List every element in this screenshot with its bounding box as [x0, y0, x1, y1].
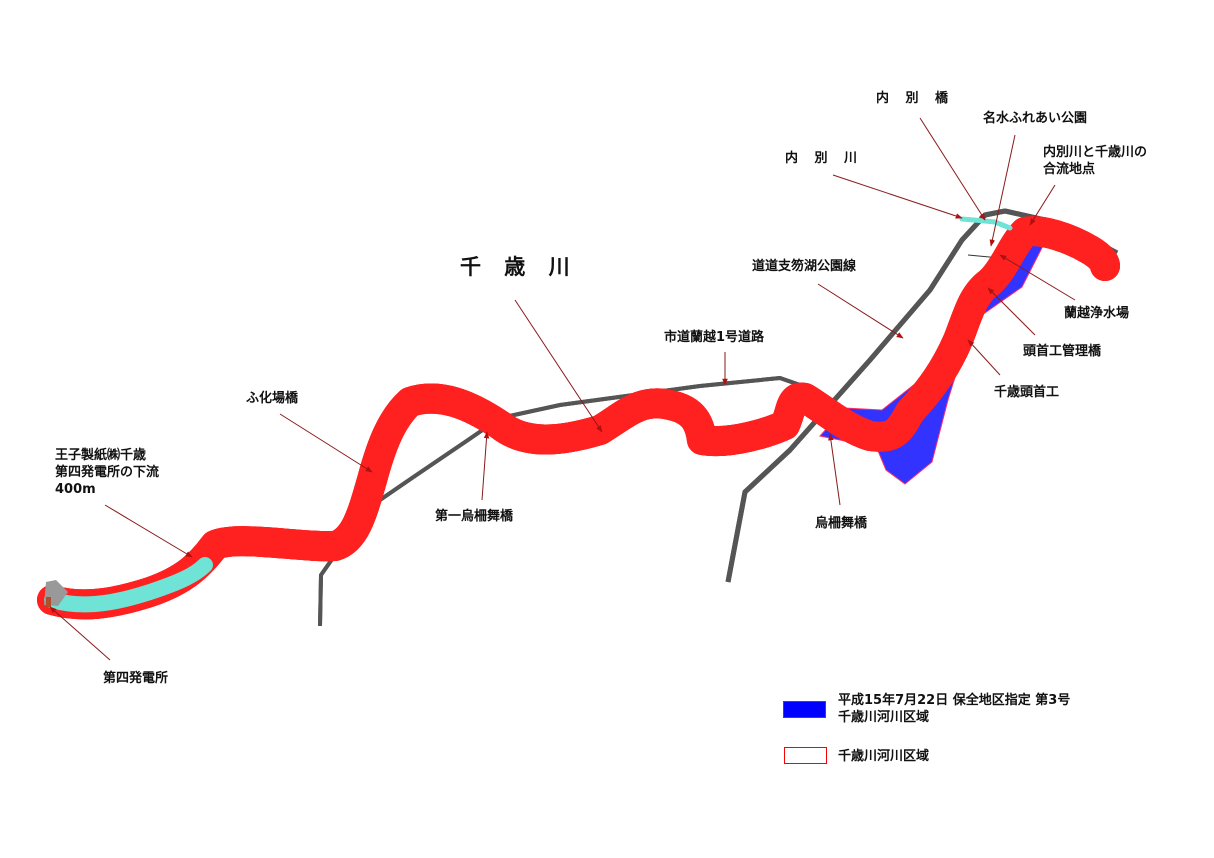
- label-headworks-bridge: 頭首工管理橋: [1023, 344, 1102, 359]
- label-power-station: 第四発電所: [103, 671, 169, 686]
- label-prefectural-road: 道道支笏湖公園線: [752, 259, 857, 274]
- legend-swatch-river-area: [784, 747, 827, 764]
- label-fukajo-bridge: ふ化場橋: [246, 391, 299, 406]
- arrow-ushikumai-bridge: [828, 433, 841, 506]
- label-first-ushikumai-bridge: 第一烏柵舞橋: [435, 509, 514, 524]
- naibetsu-river: [959, 216, 1013, 231]
- label-naibetsu-bridge: 内 別 橋: [876, 91, 955, 106]
- leader-arrows: [49, 117, 1076, 661]
- arrow-rankoshi-water-plant: [999, 254, 1076, 301]
- legend-conservation-2: 千歳川河川区域: [838, 710, 930, 725]
- label-rankoshi-water-plant: 蘭越浄水場: [1064, 306, 1130, 321]
- legend-conservation-1: 平成15年7月22日 保全地区指定 第3号: [838, 693, 1071, 708]
- label-oji-2: 第四発電所の下流: [55, 465, 160, 480]
- label-ushikumai-bridge: 烏柵舞橋: [815, 516, 868, 531]
- label-oji-3: 400m: [55, 482, 96, 497]
- label-confluence-2: 合流地点: [1043, 162, 1096, 177]
- chitose-river: [52, 219, 1105, 604]
- label-city-road: 市道蘭越1号道路: [664, 330, 765, 345]
- arrow-confluence: [1029, 184, 1056, 226]
- arrow-chitose-river: [514, 299, 603, 433]
- label-oji-1: 王子製紙㈱千歳: [55, 448, 147, 463]
- label-naibetsu-river: 内 別 川: [785, 151, 864, 166]
- arrow-naibetsu-river: [832, 174, 963, 219]
- label-confluence-1: 内別川と千歳川の: [1043, 145, 1148, 160]
- arrow-meisui-park: [989, 134, 1016, 247]
- river-title: 千 歳 川: [460, 255, 578, 279]
- arrow-prefectural-road: [817, 283, 904, 339]
- arrow-oji: [104, 504, 193, 558]
- arrow-chitose-headworks: [967, 339, 1001, 376]
- arrow-fukajo-bridge: [279, 413, 373, 473]
- label-chitose-headworks: 千歳頭首工: [994, 385, 1060, 400]
- legend-river-area: 千歳川河川区域: [838, 749, 930, 764]
- arrow-first-ushikumai-bridge: [481, 431, 490, 501]
- label-meisui-park: 名水ふれあい公園: [983, 111, 1088, 126]
- power-station-building: [46, 597, 51, 607]
- arrow-power-station: [49, 606, 111, 661]
- arrow-headworks-bridge: [987, 287, 1036, 336]
- arrow-naibetsu-bridge: [919, 117, 986, 221]
- legend-swatch-conservation: [783, 701, 826, 718]
